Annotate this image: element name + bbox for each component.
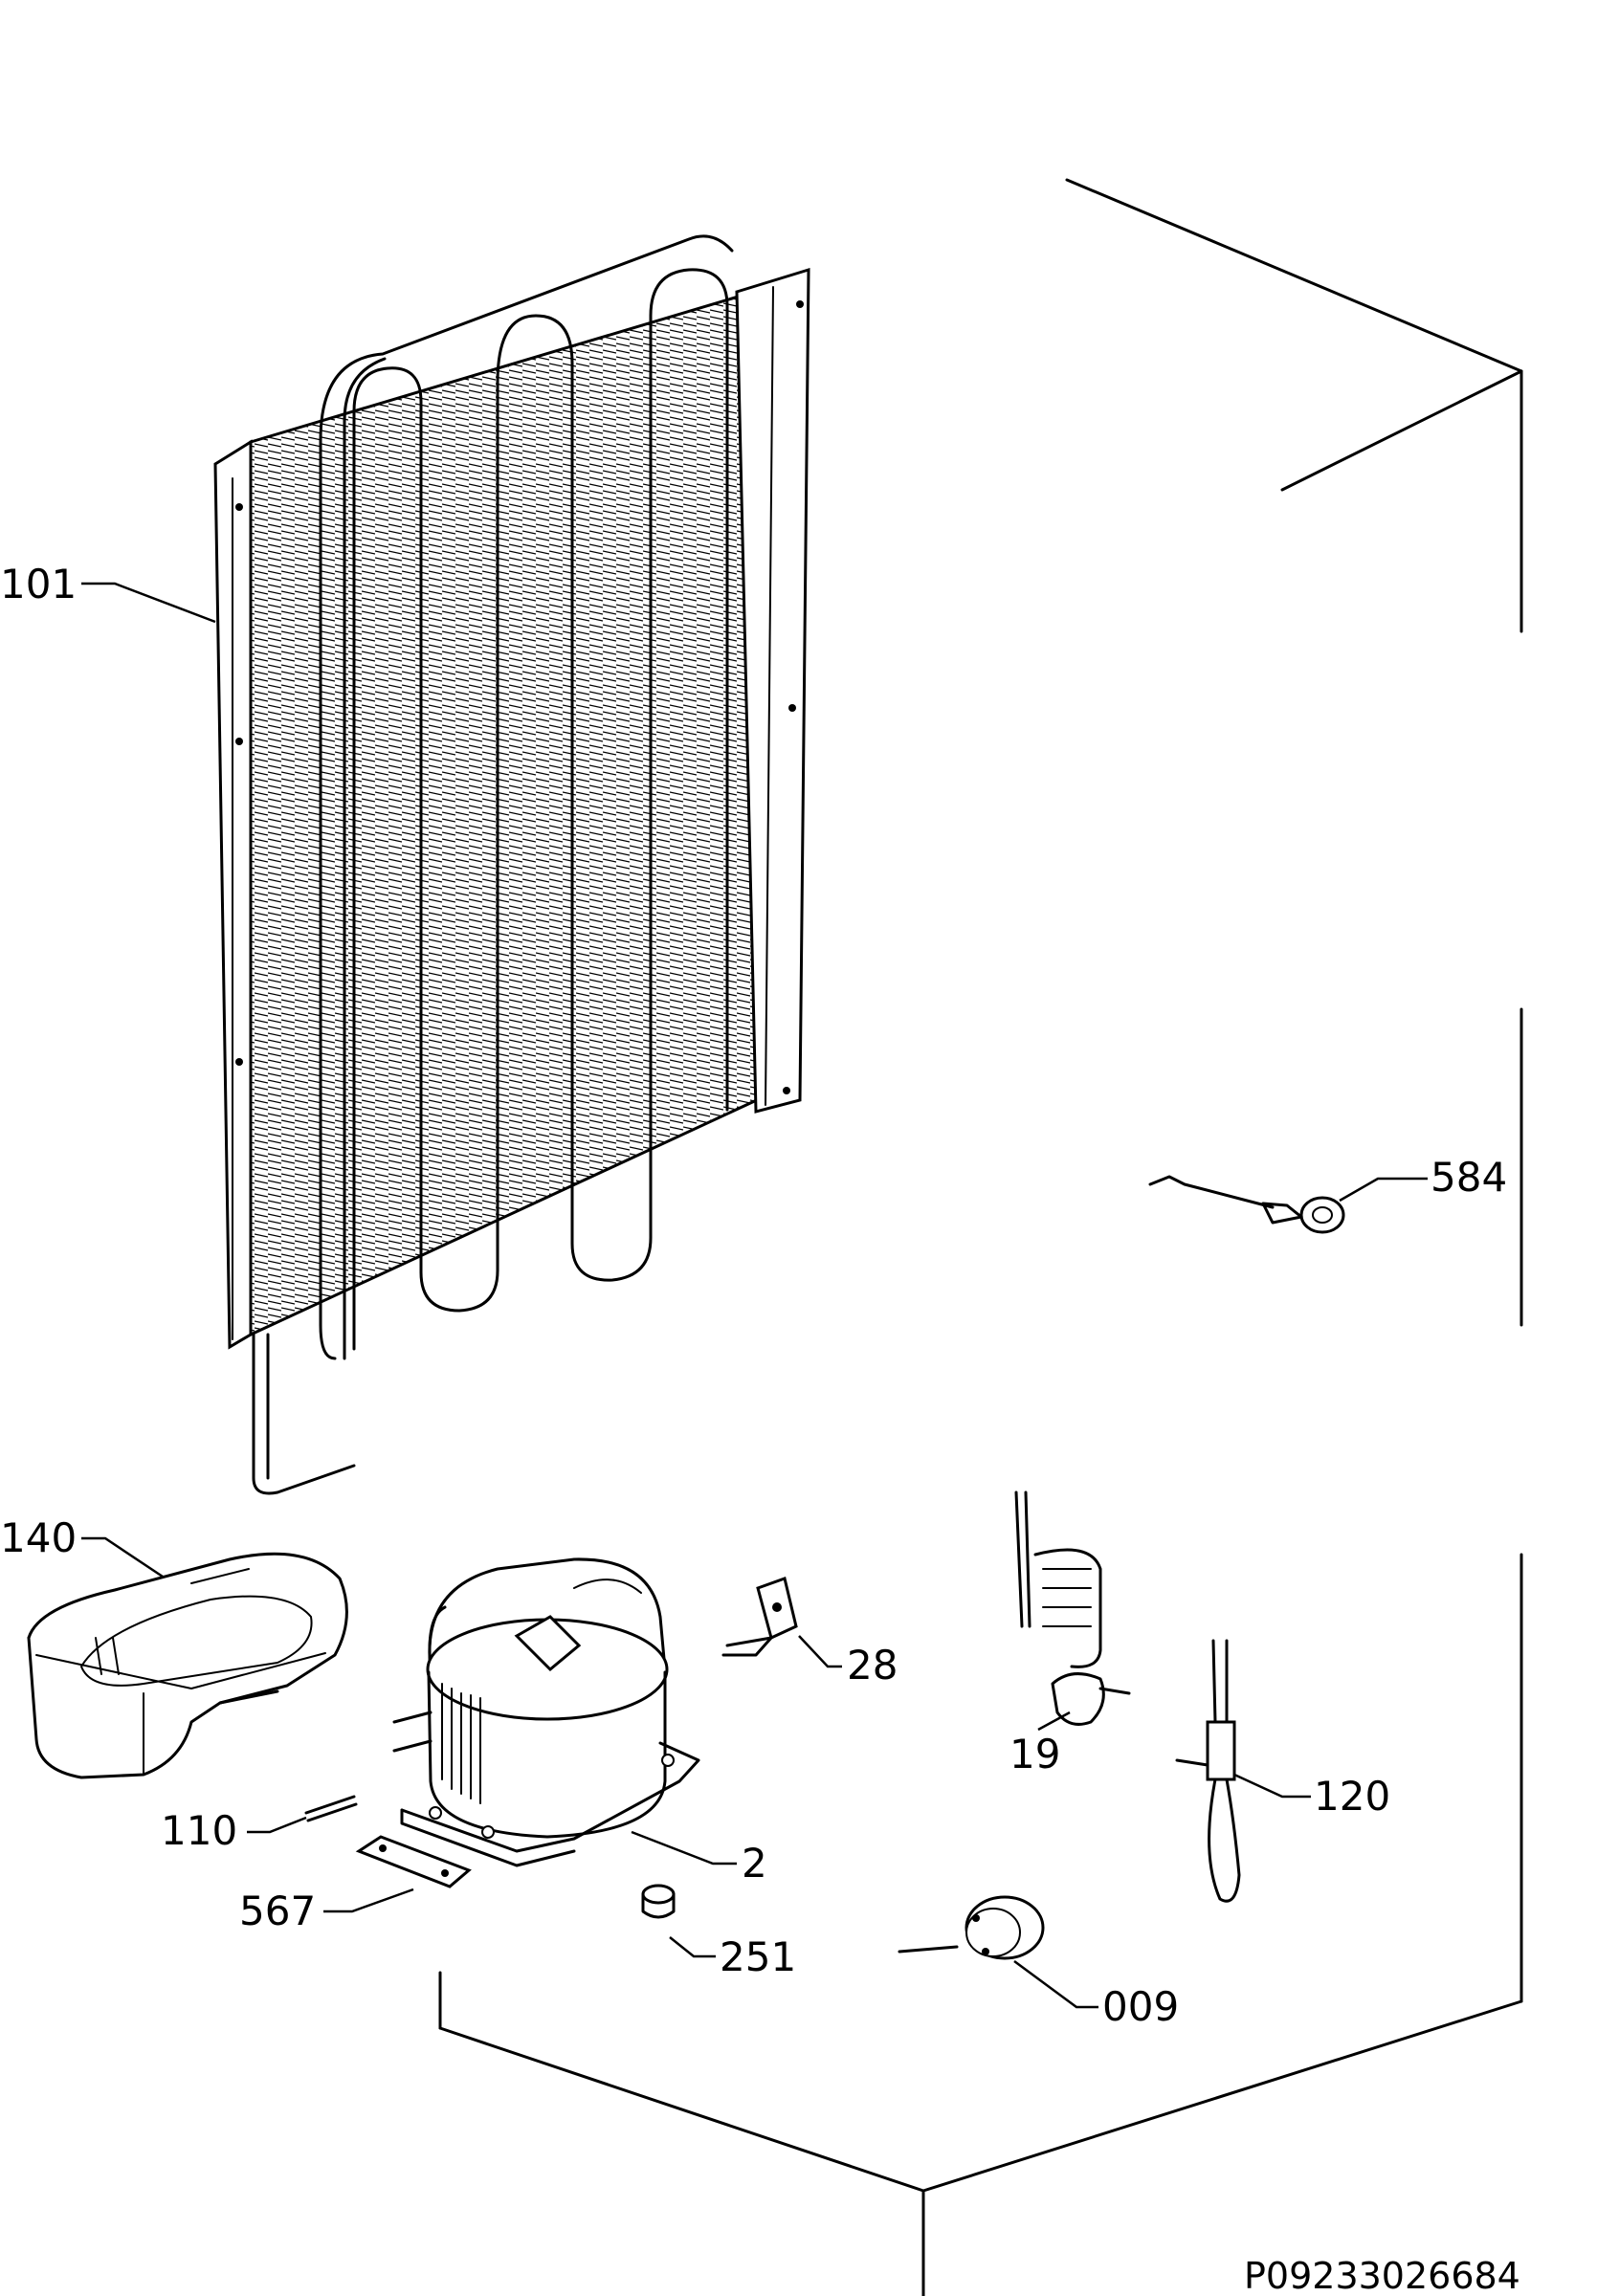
leader-lines: [81, 582, 1428, 2009]
thermostat-120: [1175, 1639, 1241, 1903]
bracket-567: [355, 1835, 472, 1888]
callout-2: 2: [742, 1840, 767, 1887]
drip-tray-140: [27, 1552, 348, 1779]
condenser-101: [213, 234, 810, 1495]
callout-140: 140: [0, 1514, 77, 1561]
callout-584: 584: [1431, 1154, 1507, 1201]
callout-101: 101: [0, 561, 77, 607]
callout-009: 009: [1102, 1983, 1179, 2030]
compressor-2: [392, 1557, 700, 1867]
cabinet-outline: [438, 178, 1523, 2296]
callout-labels: 101 584 140 28 19 120 110 2 567 251 009: [0, 561, 1507, 2030]
tube-110: [304, 1795, 358, 1822]
callout-251: 251: [720, 1933, 796, 1980]
document-id: P09233026684: [1244, 2255, 1520, 2296]
callout-110: 110: [161, 1807, 237, 1854]
grommet-251: [641, 1884, 676, 1919]
heater-19: [1014, 1490, 1131, 1726]
callout-567: 567: [239, 1888, 316, 1934]
sensor-584: [1148, 1175, 1345, 1234]
callout-28: 28: [847, 1642, 898, 1689]
callout-19: 19: [1009, 1731, 1060, 1777]
lamp-009: [898, 1895, 1045, 1960]
callout-120: 120: [1314, 1773, 1390, 1820]
clip-28: [721, 1577, 798, 1657]
